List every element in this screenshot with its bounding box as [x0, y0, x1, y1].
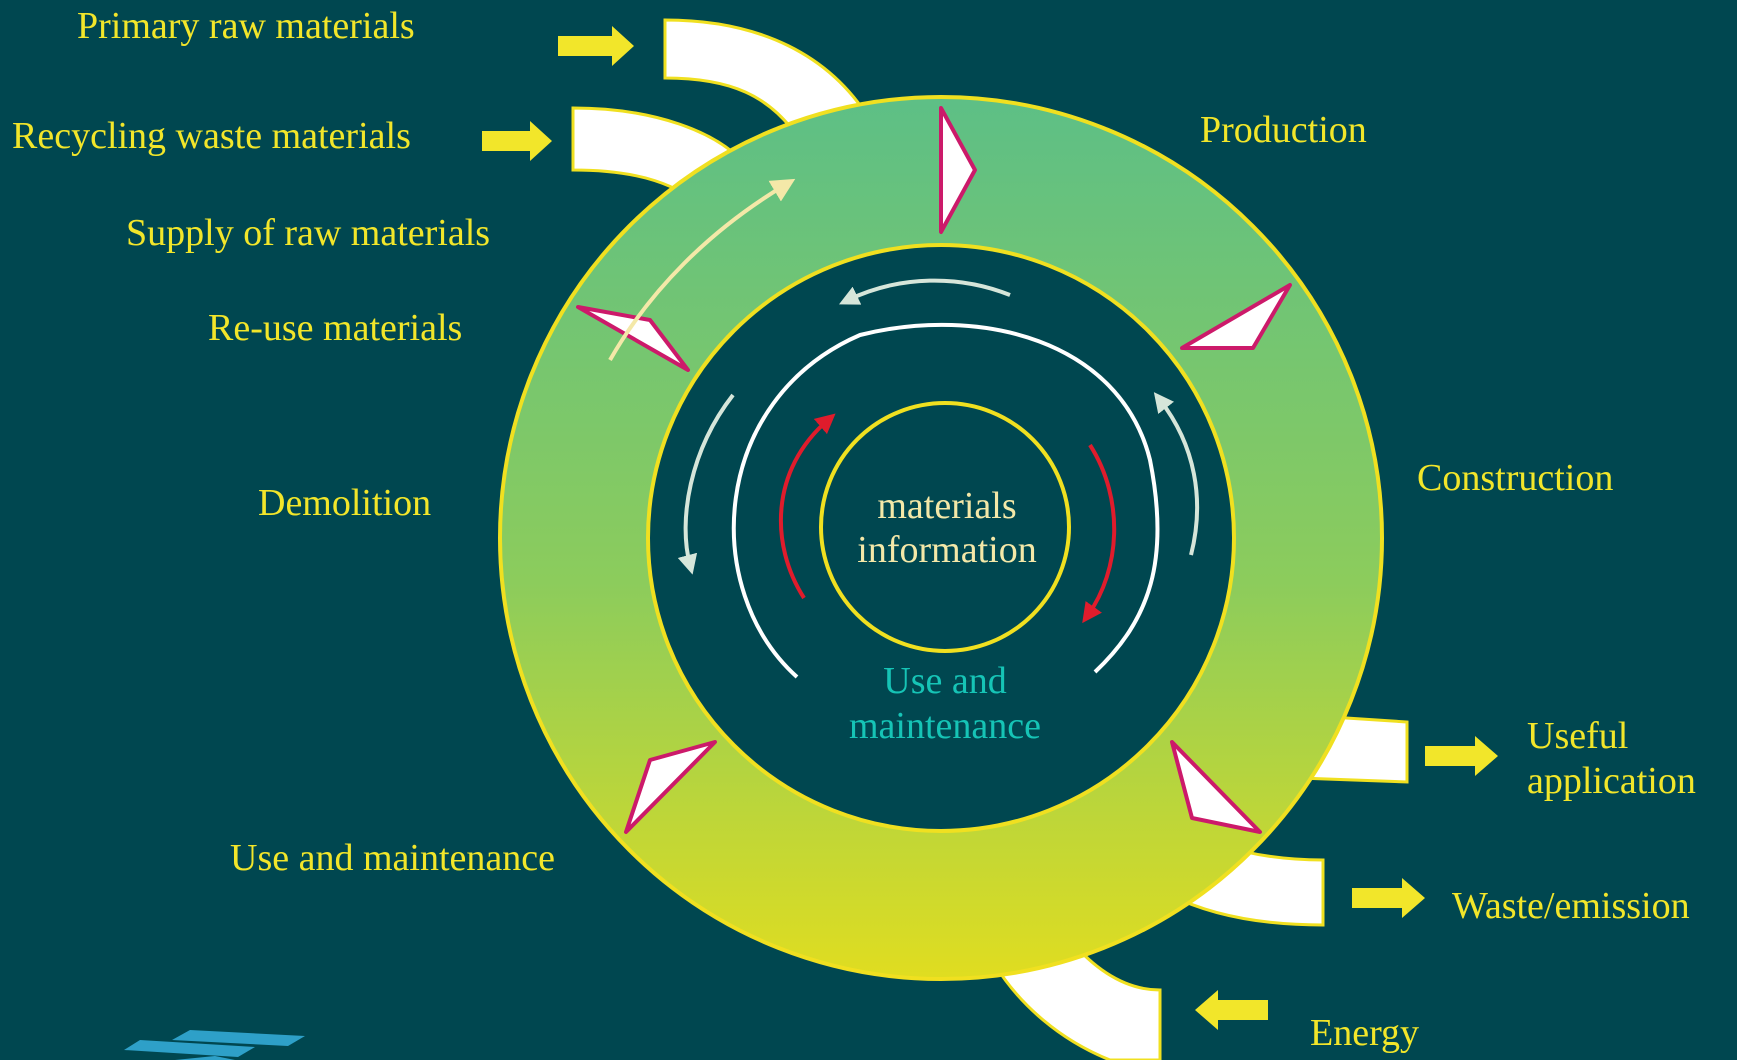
label-demolition: Demolition [258, 482, 431, 524]
label-useful-line1: Useful [1527, 715, 1628, 757]
label-inner-use-and: Use and [883, 660, 1006, 702]
triangle-marker-icon-reuse [576, 305, 690, 372]
curved-arrow-icon-right [1153, 392, 1200, 556]
label-primary-raw-materials: Primary raw materials [77, 5, 415, 47]
label-center-information: information [857, 529, 1036, 571]
center-circle [819, 401, 1071, 653]
curved-arrow-icon-supply [608, 178, 796, 361]
label-use-and-maintenance: Use and maintenance [230, 837, 555, 879]
block-arrow-icon-primary [558, 26, 634, 66]
triangle-marker-icon-use-right [1170, 740, 1262, 834]
curved-arrow-icon-top [838, 278, 1011, 305]
block-arrow-icon-useful [1425, 736, 1498, 776]
label-waste-emission: Waste/emission [1452, 885, 1690, 927]
curved-arrow-icon-red-right [1082, 443, 1117, 624]
triangle-marker-icon [576, 106, 1292, 834]
label-supply-of-raw-materials: Supply of raw materials [126, 212, 490, 254]
block-arrow-icon-energy [1195, 990, 1268, 1030]
label-inner-maintenance: maintenance [849, 705, 1041, 747]
cycle-arc-white [731, 322, 1160, 679]
label-production: Production [1200, 109, 1367, 151]
triangle-marker-icon-use-left [624, 740, 717, 834]
block-arrow-icon-recycling [482, 121, 552, 161]
block-arrow-icon-waste [1352, 878, 1425, 918]
triangle-marker-icon-construction [1180, 283, 1292, 350]
triangle-marker-icon-production [939, 106, 977, 234]
curved-arrow-icon-red-left [779, 413, 836, 600]
label-construction: Construction [1417, 457, 1613, 499]
label-re-use-materials: Re-use materials [208, 307, 462, 349]
label-recycling-waste-materials: Recycling waste materials [12, 115, 411, 157]
label-energy: Energy [1310, 1012, 1419, 1054]
block-arrow-icon [482, 26, 1498, 1030]
stripes-logo-icon [124, 1030, 305, 1060]
label-useful-line2: application [1527, 760, 1696, 802]
curved-arrow-icon-left [677, 393, 735, 575]
label-center-materials: materials [877, 485, 1016, 527]
